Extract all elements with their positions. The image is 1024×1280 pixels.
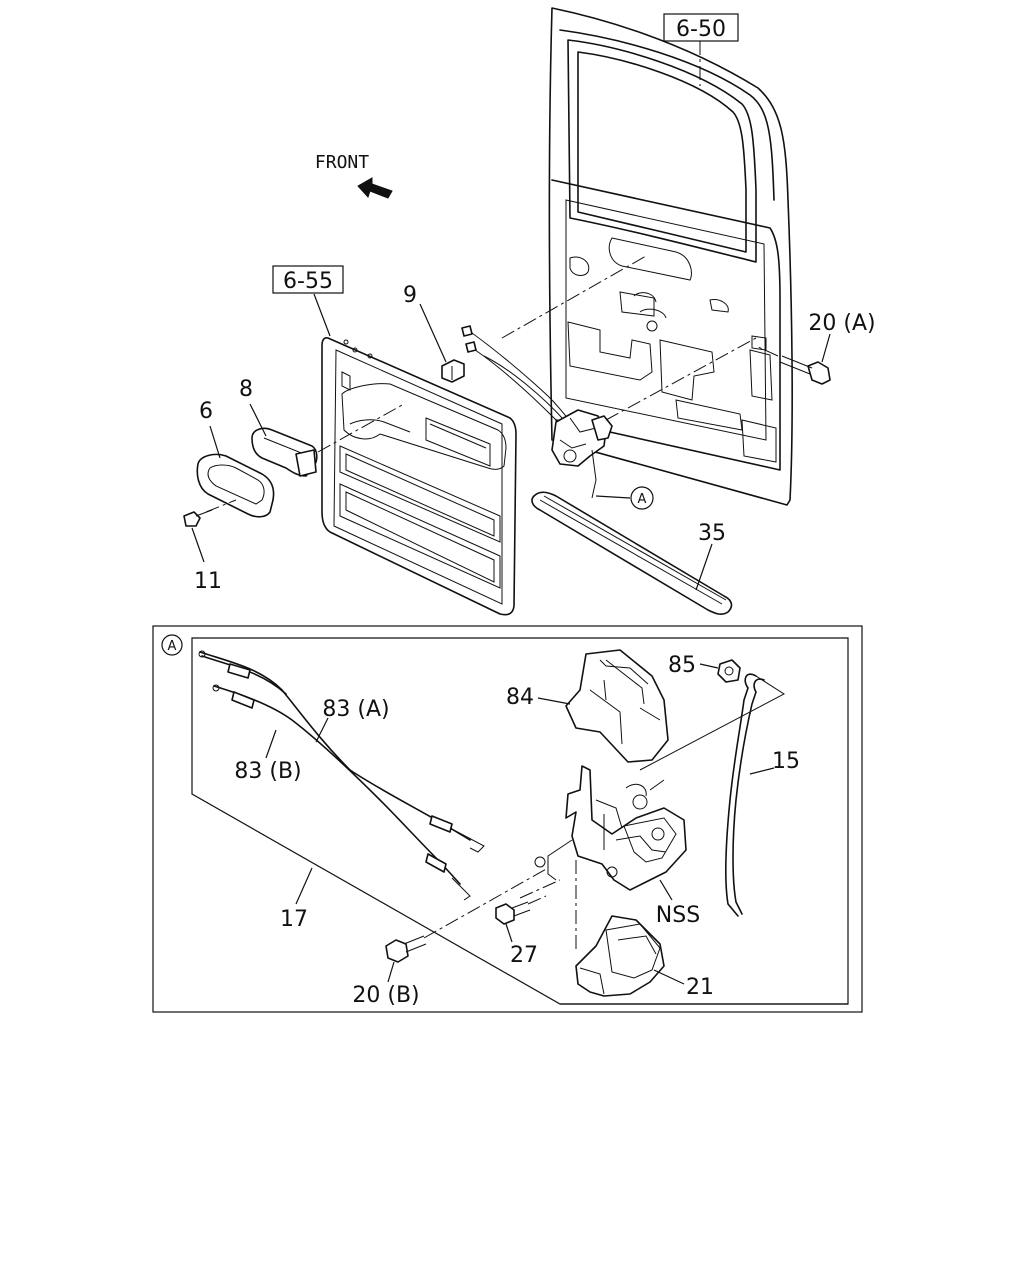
callout-11: 11 [194,569,222,594]
trim-reference-box: 6-55 [272,265,344,337]
part-9-clip: 9 [403,283,465,383]
callout-17: 17 [280,907,308,932]
front-direction-indicator: FRONT [315,152,393,199]
door-reference-label: 6-50 [676,17,726,42]
lock-assembly-in-door: A [461,255,757,510]
callout-21: 21 [686,975,714,1000]
callout-27: 27 [510,943,538,968]
callout-6: 6 [199,399,213,424]
part-20a-bolt: 20 (A) [755,311,876,385]
part-27-bolt: 27 [495,895,547,968]
part-20b-bolt: 20 (B) [352,867,549,1008]
callout-83b: 83 (B) [234,759,301,784]
door-reference-box: 6-50 [663,13,739,86]
part-84-cover: 84 [506,649,669,763]
callout-15: 15 [772,749,800,774]
callout-85: 85 [668,653,696,678]
door-shell [548,7,793,506]
callout-9: 9 [403,283,417,308]
lock-assembly-nss: NSS [519,765,700,950]
part-8-inner-handle: 8 [239,377,405,477]
trim-panel [321,337,517,616]
callout-20b: 20 (B) [352,983,419,1008]
front-label: FRONT [315,152,369,173]
callout-35: 35 [698,521,726,546]
part-17-leader: 17 [280,867,313,932]
trim-reference-label: 6-55 [283,269,333,294]
part-35-weatherstrip: 35 [531,491,733,615]
front-arrow-icon [357,177,393,199]
callout-83a: 83 (A) [322,697,389,722]
detail-a-box: A [152,625,863,1013]
part-6-escutcheon: 6 [196,399,275,518]
part-83-cables: 83 (A) 83 (B) [198,650,485,901]
part-21-motor: 21 [575,915,714,1000]
detail-a-marker: A [168,639,177,654]
callout-20a: 20 (A) [808,311,875,336]
callout-84: 84 [506,685,534,710]
callout-nss: NSS [656,903,700,928]
part-15-rod: 15 [725,673,800,917]
part-11-screw: 11 [183,499,237,594]
detail-a-marker-small: A [638,492,647,507]
part-85-nut: 85 [668,653,741,683]
callout-8: 8 [239,377,253,402]
